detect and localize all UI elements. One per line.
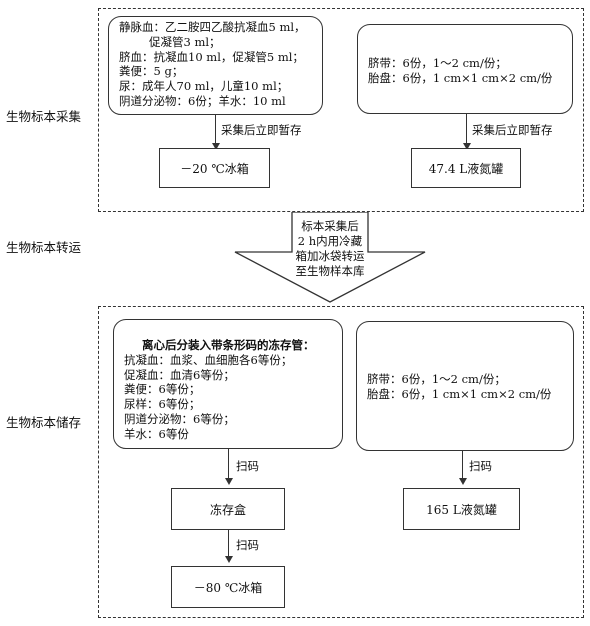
transport-arrow-shape (234, 212, 426, 303)
storage-specimen-title: 离心后分装入带条形码的冻存管： (142, 338, 315, 352)
scan-label-2: 扫码 (236, 538, 259, 552)
collection-tissue-box: 脐带：6份，1～2 cm/份； 胎盘：6份，1 cm×1 cm×2 cm/份 (357, 24, 573, 114)
arrow-shaft (462, 451, 464, 479)
arrow-shaft (228, 449, 230, 479)
arrow-head (459, 478, 467, 485)
collection-right-arrow-label: 采集后立即暂存 (472, 123, 553, 137)
stage-label-transport: 生物标本转运 (6, 240, 82, 255)
transport-arrow-text: 标本采集后 2 h内用冷藏 箱加冰袋转运 至生物样本库 (260, 219, 400, 279)
collection-specimen-line: 静脉血：乙二胺四乙酸抗凝血5 ml， (119, 20, 306, 34)
transport-line: 至生物样本库 (295, 264, 365, 278)
collection-specimen-line: 阴道分泌物：6份；羊水：10 ml (119, 93, 286, 108)
arrow-head (225, 556, 233, 563)
arrow-shaft (228, 530, 230, 557)
arrow-head (225, 478, 233, 485)
right-scan-label: 扫码 (469, 459, 492, 473)
collection-specimen-line: 脐血：抗凝血10 ml，促凝管5 ml； (119, 49, 304, 64)
liquid-nitrogen-47-label: 47.4 L液氮罐 (428, 161, 504, 176)
stage-label-storage: 生物标本储存 (6, 415, 82, 430)
freezer-minus20-label: －20 ℃冰箱 (180, 161, 249, 176)
storage-specimen-line: 抗凝血：血浆、血细胞各6等份； (124, 352, 293, 367)
arrow-shaft (215, 115, 217, 144)
freezer-minus20-box: －20 ℃冰箱 (159, 148, 270, 188)
collection-specimen-line: 粪便：5 g； (119, 64, 184, 79)
scan-label-1: 扫码 (236, 459, 259, 473)
storage-tissue-line: 脐带：6份，1～2 cm/份； (367, 372, 506, 386)
storage-specimen-line: 粪便：6等份； (124, 382, 201, 397)
collection-specimen-box: 静脉血：乙二胺四乙酸抗凝血5 ml， 促凝管3 ml； 脐血：抗凝血10 ml，… (108, 16, 323, 115)
collection-left-arrow-label: 采集后立即暂存 (221, 123, 302, 137)
transport-line: 标本采集后 (301, 219, 359, 233)
freeze-box-node: 冻存盒 (171, 488, 285, 530)
freezer-minus80-box: －80 ℃冰箱 (171, 566, 285, 608)
collection-tissue-line: 脐带：6份，1～2 cm/份； (368, 56, 507, 70)
collection-specimen-line: 促凝管3 ml； (149, 34, 221, 49)
liquid-nitrogen-165-box: 165 L液氮罐 (403, 488, 520, 530)
storage-tissue-line: 胎盘：6份，1 cm×1 cm×2 cm/份 (367, 386, 552, 401)
storage-specimen-line: 促凝血：血清6等份； (124, 367, 235, 382)
storage-section (98, 306, 584, 618)
collection-specimen-line: 尿：成年人70 ml，儿童10 ml； (119, 79, 289, 94)
storage-specimen-line: 羊水：6等份 (124, 426, 189, 441)
stage-label-collection: 生物标本采集 (6, 109, 82, 124)
arrow-head (463, 143, 471, 150)
storage-specimen-box: 离心后分装入带条形码的冻存管： 抗凝血：血浆、血细胞各6等份； 促凝血：血清6等… (113, 319, 343, 449)
transport-line: 2 h内用冷藏 (297, 234, 363, 248)
liquid-nitrogen-47-box: 47.4 L液氮罐 (411, 148, 521, 188)
transport-line: 箱加冰袋转运 (295, 249, 365, 263)
liquid-nitrogen-165-label: 165 L液氮罐 (426, 502, 497, 517)
collection-tissue-line: 胎盘：6份，1 cm×1 cm×2 cm/份 (368, 70, 553, 85)
storage-tissue-box: 脐带：6份，1～2 cm/份； 胎盘：6份，1 cm×1 cm×2 cm/份 (356, 321, 574, 451)
arrow-shaft (466, 114, 468, 144)
storage-specimen-line: 尿样：6等份； (124, 397, 201, 412)
freeze-box-label: 冻存盒 (209, 502, 246, 517)
freezer-minus80-label: －80 ℃冰箱 (193, 580, 263, 595)
arrow-head (212, 143, 220, 150)
storage-specimen-line: 阴道分泌物：6等份； (124, 411, 235, 426)
